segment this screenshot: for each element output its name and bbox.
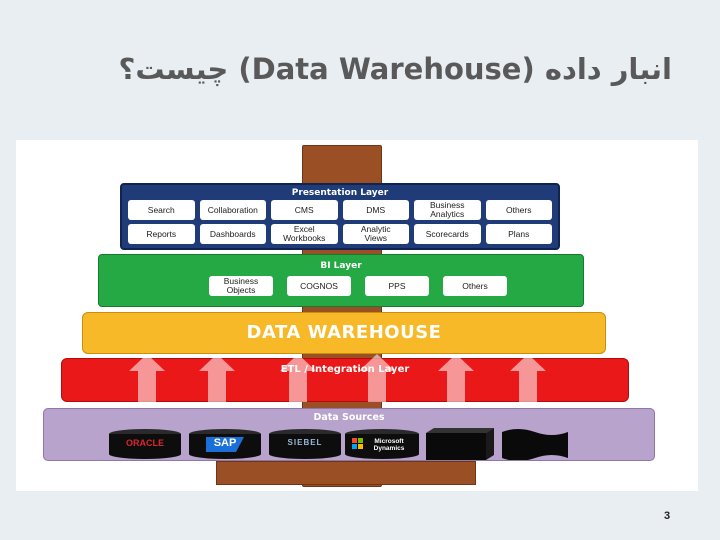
trunk-base xyxy=(216,461,476,485)
up-arrow-icon xyxy=(438,354,474,402)
data-warehouse-title: DATA WAREHOUSE xyxy=(246,322,442,343)
dynamics-database: Microsoft Dynamics xyxy=(344,428,420,460)
up-arrow-icon xyxy=(199,354,235,402)
generic-server-box xyxy=(426,428,494,460)
siebel-logo-text: SIEBEL xyxy=(287,438,323,447)
presentation-item-others: Others xyxy=(485,200,552,220)
dw-architecture-diagram: Presentation Layer Search Collaboration … xyxy=(16,140,698,491)
sap-database: SAP xyxy=(188,428,262,460)
bi-layer-title: BI Layer xyxy=(320,261,362,271)
generic-document-source xyxy=(500,428,570,461)
presentation-item-dms: DMS xyxy=(342,200,409,220)
presentation-item-collaboration: Collaboration xyxy=(199,200,266,220)
etl-layer-title: ETL / Integration Layer xyxy=(280,364,410,375)
bi-item-others: Others xyxy=(443,276,507,296)
presentation-layer: Presentation Layer Search Collaboration … xyxy=(120,183,560,250)
presentation-item-search: Search xyxy=(128,200,195,220)
up-arrow-icon xyxy=(129,354,165,402)
up-arrow-icon xyxy=(280,354,316,402)
bi-item-business-objects: Business Objects xyxy=(209,276,273,296)
page-number: 3 xyxy=(664,510,671,522)
presentation-item-excel-workbooks: Excel Workbooks xyxy=(271,224,338,244)
oracle-database: ORACLE xyxy=(108,428,182,460)
presentation-item-cms: CMS xyxy=(271,200,338,220)
up-arrow-icon xyxy=(359,354,395,402)
presentation-item-analytic-views: Analytic Views xyxy=(342,224,409,244)
data-warehouse-layer: DATA WAREHOUSE xyxy=(82,312,606,354)
presentation-item-scorecards: Scorecards xyxy=(414,224,481,244)
dynamics-logo-text: Microsoft Dynamics xyxy=(373,438,405,452)
presentation-item-business-analytics: Business Analytics xyxy=(414,200,481,220)
up-arrow-icon xyxy=(510,354,546,402)
bi-layer: BI Layer Business Objects COGNOS PPS Oth… xyxy=(98,254,584,307)
data-sources-title: Data Sources xyxy=(313,412,385,423)
presentation-item-plans: Plans xyxy=(485,224,552,244)
windows-flag-icon xyxy=(352,438,363,449)
siebel-database: SIEBEL xyxy=(268,428,342,460)
oracle-logo-text: ORACLE xyxy=(126,438,164,448)
bi-item-pps: PPS xyxy=(365,276,429,296)
presentation-item-reports: Reports xyxy=(128,224,195,244)
upward-arrows xyxy=(129,354,546,402)
sap-logo-text: SAP xyxy=(213,437,237,449)
presentation-item-dashboards: Dashboards xyxy=(199,224,266,244)
presentation-layer-title: Presentation Layer xyxy=(291,188,389,198)
bi-item-cognos: COGNOS xyxy=(287,276,351,296)
slide-title: انبار داده (Data Warehouse) چیست؟ xyxy=(118,52,672,86)
